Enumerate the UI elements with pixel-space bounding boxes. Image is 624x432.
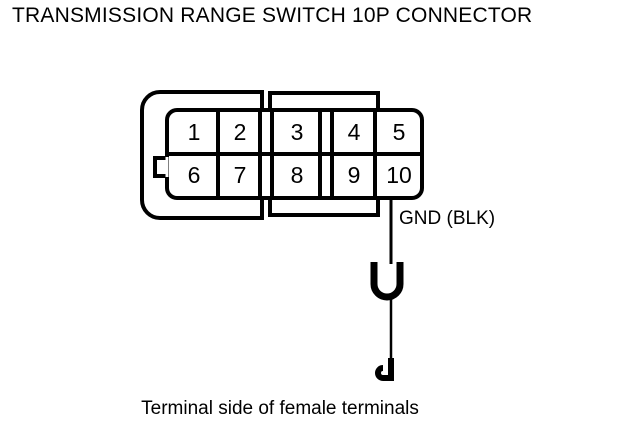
page-title: TRANSMISSION RANGE SWITCH 10P CONNECTOR: [12, 4, 533, 27]
pin-number-7: 7: [234, 162, 247, 188]
pin-number-6: 6: [188, 162, 201, 188]
ground-wire-label: GND (BLK): [399, 208, 496, 229]
pin-number-4: 4: [348, 119, 361, 145]
pin-number-10: 10: [386, 162, 412, 188]
ground-terminal-hook: [375, 358, 394, 381]
pin-number-2: 2: [234, 119, 247, 145]
diagram-caption: Terminal side of female terminals: [141, 398, 419, 419]
pin-number-8: 8: [291, 162, 304, 188]
connector-alignment-notch: [153, 156, 167, 178]
pin-number-9: 9: [348, 162, 361, 188]
pin-number-3: 3: [291, 119, 304, 145]
pin-number-5: 5: [393, 119, 406, 145]
pin-number-1: 1: [188, 119, 201, 145]
ground-wire-u-bend: [370, 262, 404, 301]
connector-left-shell: [140, 90, 264, 220]
